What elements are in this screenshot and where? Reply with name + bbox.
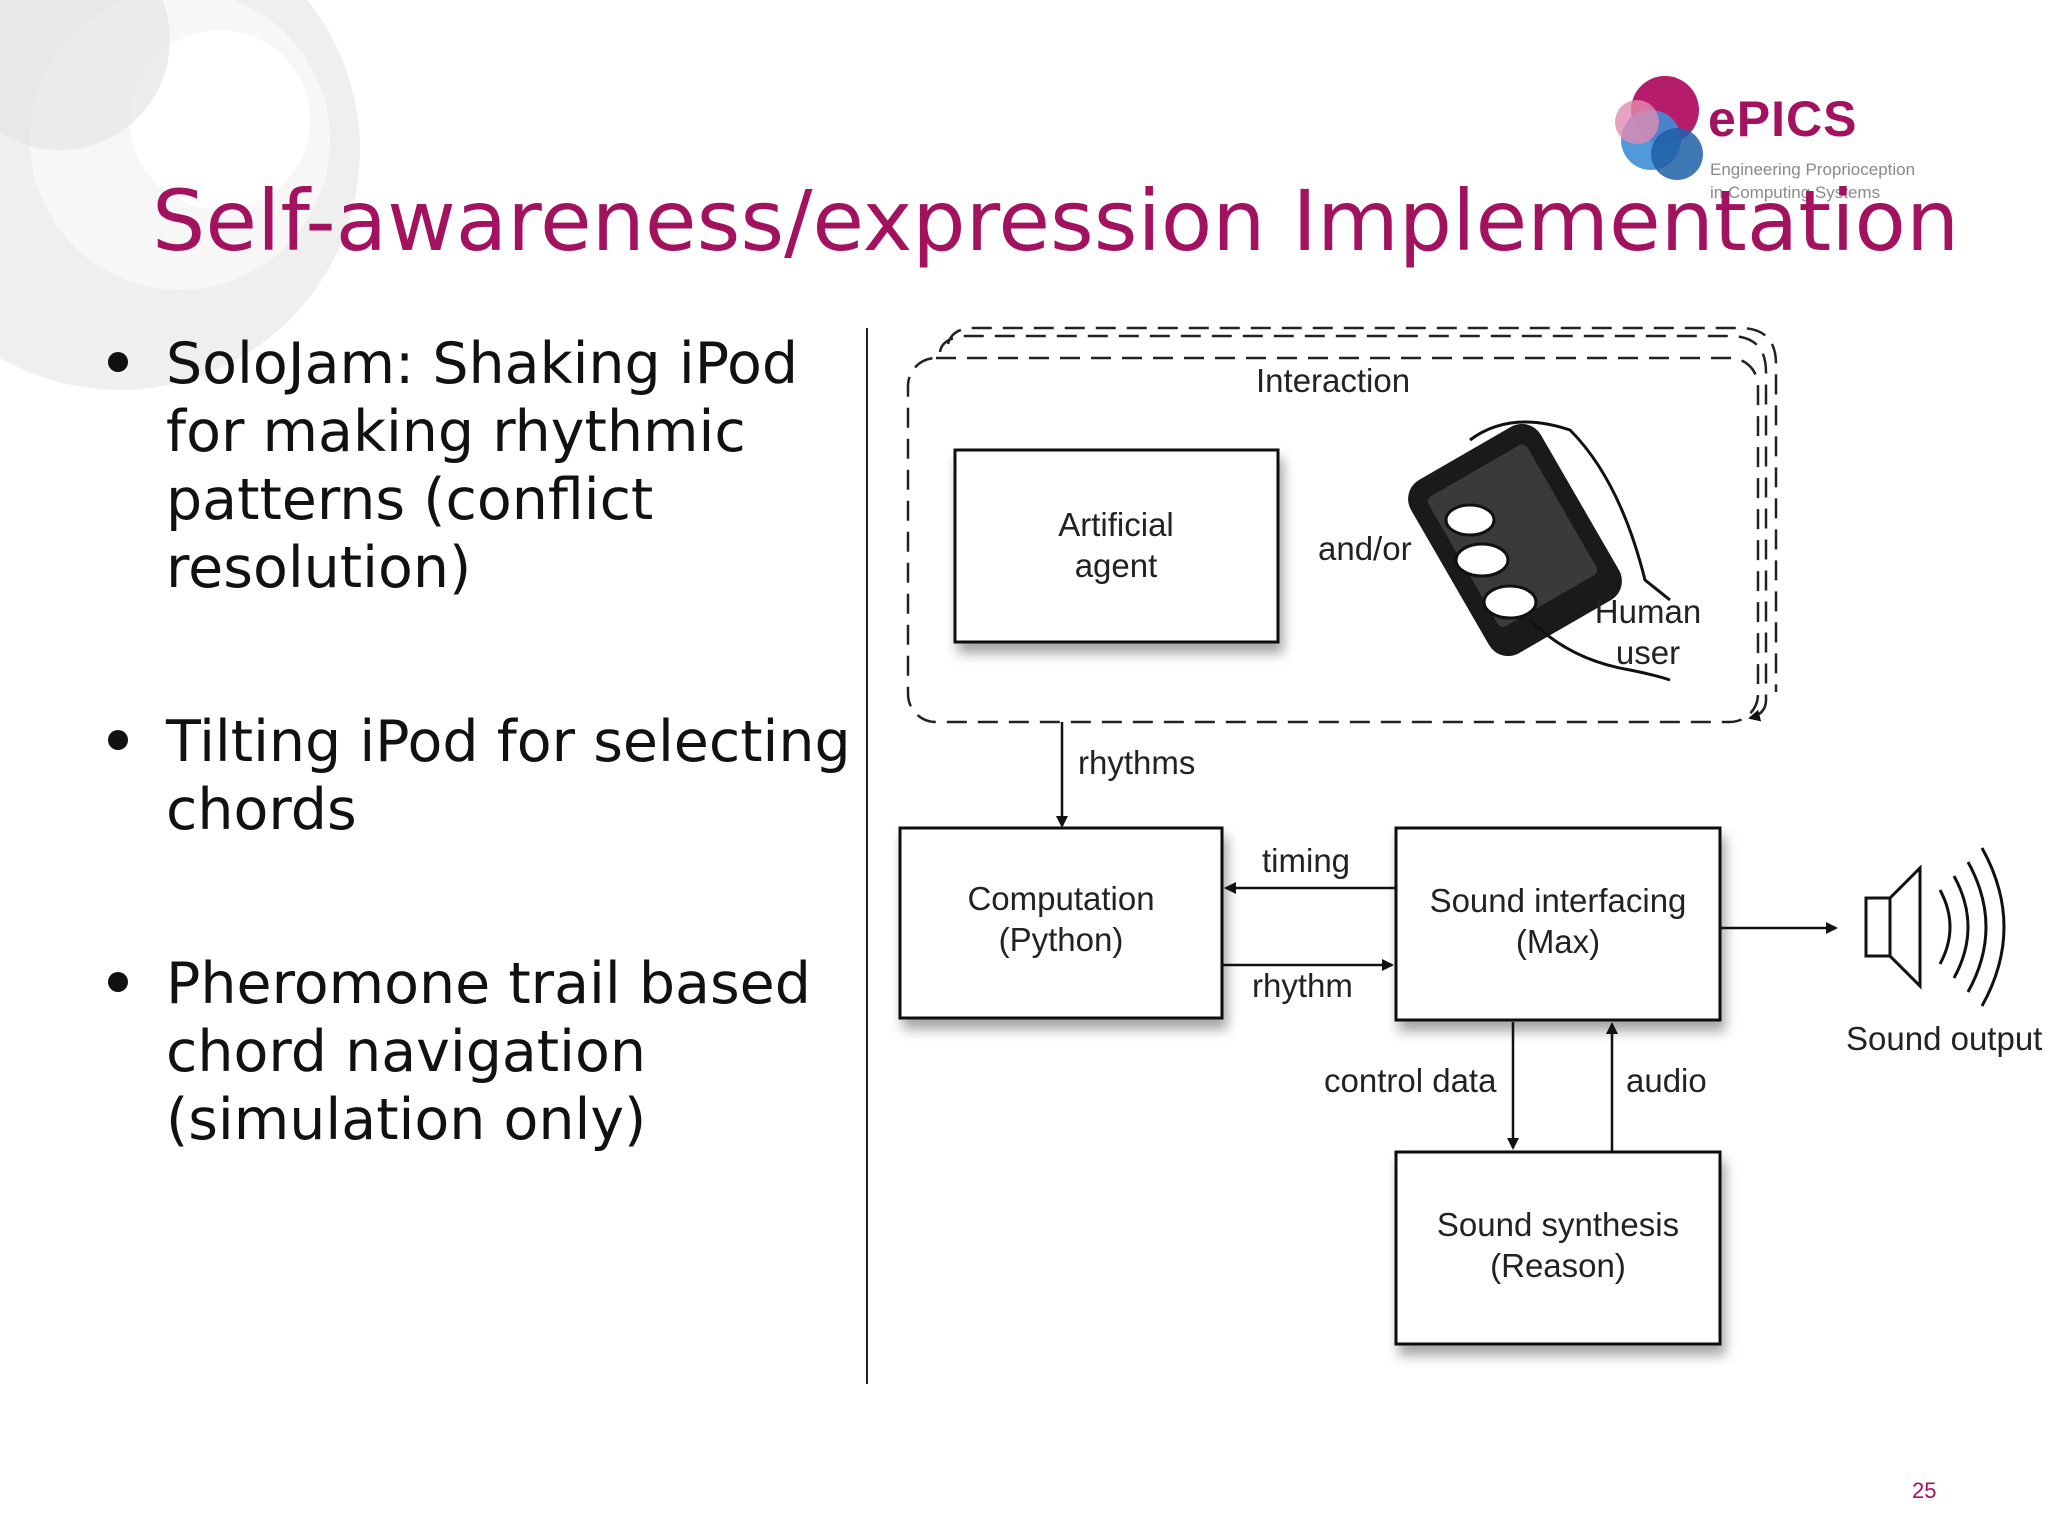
synthesis-label-line2: (Reason) [1490, 1247, 1626, 1284]
page-number: 25 [1912, 1478, 1937, 1503]
computation-label-line1: Computation [967, 880, 1154, 917]
sound-interfacing-label-line2: (Max) [1516, 923, 1600, 960]
epics-logo-mark [1615, 76, 1703, 180]
timing-label: timing [1262, 842, 1350, 879]
agent-label-line1: Artificial [1058, 506, 1174, 543]
logo-tagline-line2: in Computing Systems [1710, 183, 1881, 202]
hand-ipod-icon [1408, 420, 1671, 682]
logo-tagline-line1: Engineering Proprioception [1710, 160, 1916, 179]
system-diagram: Interaction Artificial agent and/or Huma… [898, 326, 2042, 1346]
control-data-label: control data [1324, 1062, 1497, 1099]
speaker-icon [1864, 847, 2006, 1007]
slide-title: Self-awareness/expression Implementation [152, 172, 1960, 270]
synthesis-label-line1: Sound synthesis [1437, 1206, 1679, 1243]
bullet-list: SoloJam: Shaking iPod for making rhythmi… [100, 330, 860, 1260]
interaction-region [906, 326, 1778, 724]
interaction-loop-arrow [1748, 699, 1768, 722]
artificial-agent-box [953, 448, 1280, 644]
column-divider [866, 328, 868, 1384]
sound-output-label: Sound output [1846, 1020, 2042, 1057]
interaction-label: Interaction [1256, 362, 1410, 399]
agent-label-line2: agent [1075, 547, 1158, 584]
bullet-item: Tilting iPod for selecting chords [100, 708, 860, 844]
logo-name: ePICS [1708, 91, 1858, 147]
andor-label: and/or [1318, 530, 1412, 567]
sound-interfacing-box [1394, 826, 1722, 1022]
human-label-line1: Human [1595, 593, 1701, 630]
bullet-item: Pheromone trail based chord navigation (… [100, 950, 860, 1154]
computation-label-line2: (Python) [999, 921, 1124, 958]
bullet-item: SoloJam: Shaking iPod for making rhythmi… [100, 330, 860, 602]
logo-tagline: Engineering Proprioception in Computing … [1710, 158, 1970, 204]
human-label-line2: user [1616, 634, 1680, 671]
computation-box [898, 826, 1224, 1020]
sound-synthesis-box [1394, 1150, 1722, 1346]
audio-label: audio [1626, 1062, 1707, 1099]
rhythms-label: rhythms [1078, 744, 1195, 781]
rhythm-label: rhythm [1252, 967, 1353, 1004]
background-swirl [0, 0, 360, 390]
sound-interfacing-label-line1: Sound interfacing [1430, 882, 1687, 919]
